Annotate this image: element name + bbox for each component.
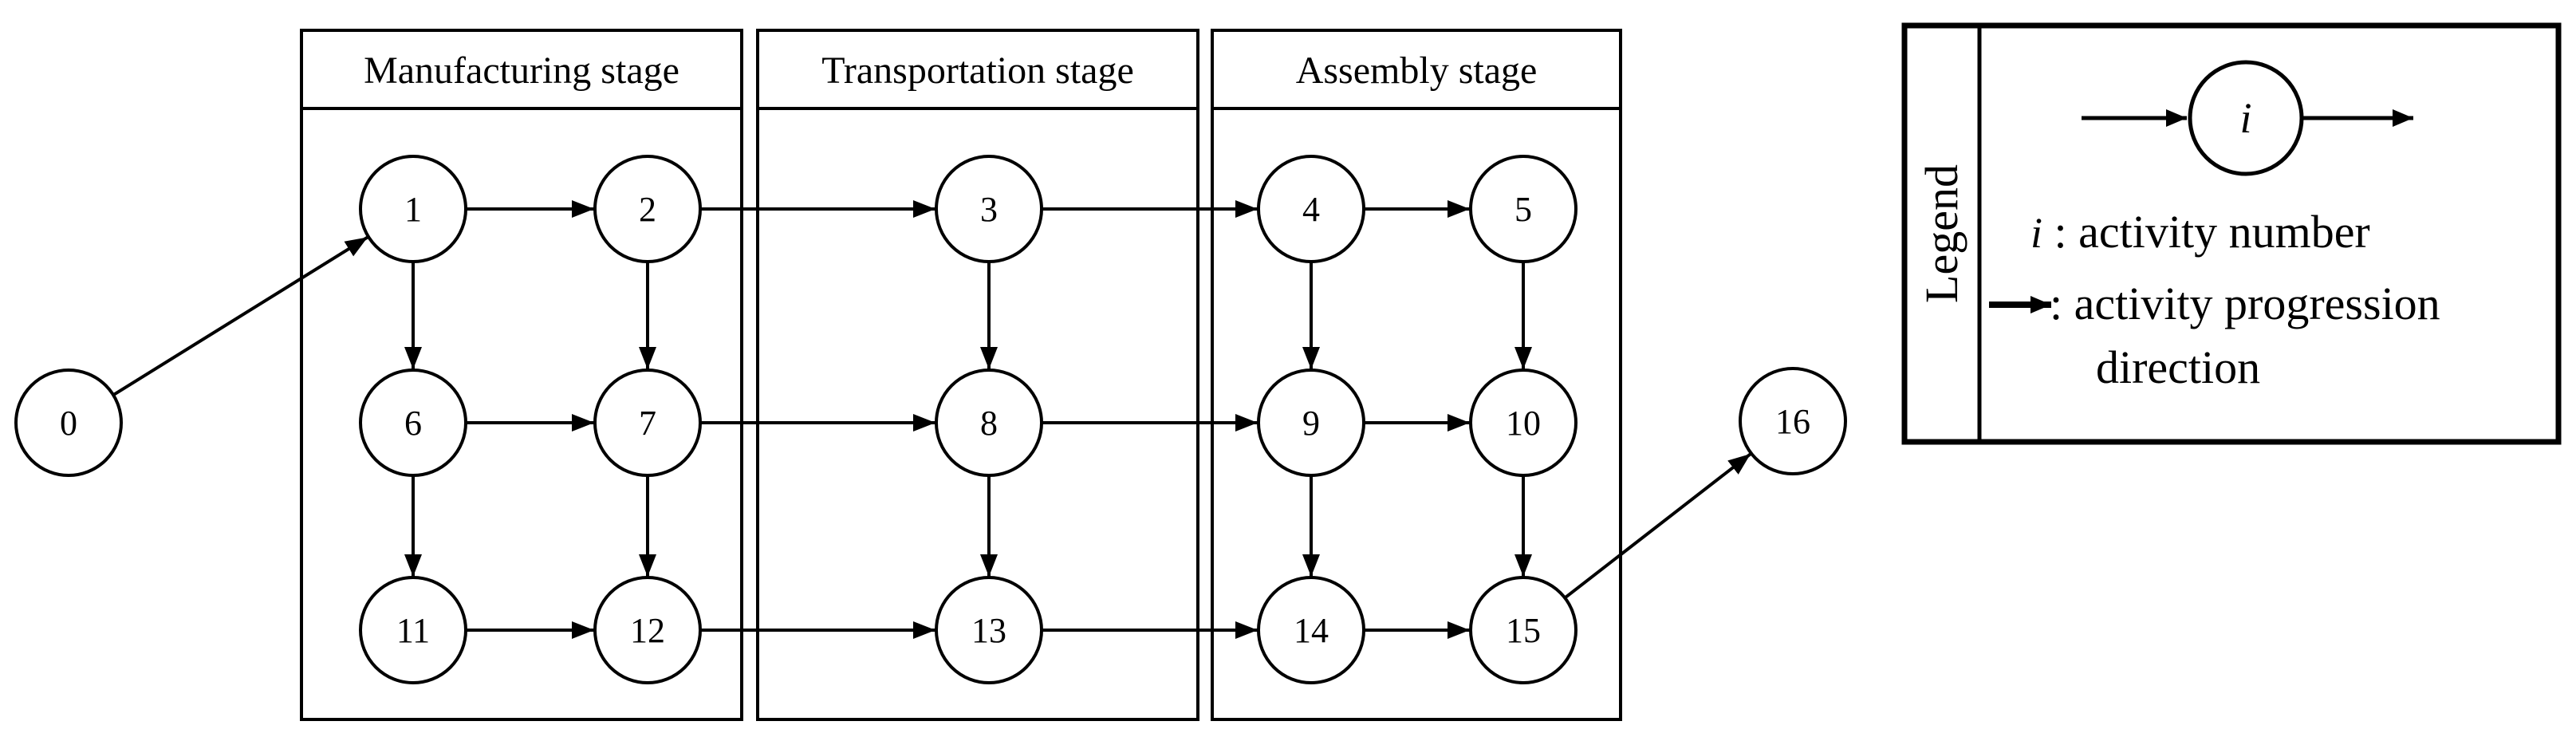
activity-node-label: 3 xyxy=(980,190,998,229)
activity-node-circle xyxy=(1469,155,1578,263)
activity-node-circle xyxy=(1469,576,1578,684)
stage-title-assembly: Assembly stage xyxy=(1296,49,1538,92)
activity-node-label: 2 xyxy=(639,190,656,229)
activity-node-2: 2 xyxy=(593,155,702,263)
activity-node-6: 6 xyxy=(359,368,467,477)
activity-node-circle xyxy=(935,368,1043,477)
activity-node-13: 13 xyxy=(935,576,1043,684)
activity-node-circle xyxy=(593,155,702,263)
activity-node-10: 10 xyxy=(1469,368,1578,477)
activity-node-circle xyxy=(359,576,467,684)
activity-node-15: 15 xyxy=(1469,576,1578,684)
activity-node-label: 9 xyxy=(1302,404,1320,443)
activity-node-label: 4 xyxy=(1302,190,1320,229)
activity-node-5: 5 xyxy=(1469,155,1578,263)
edges-layer xyxy=(112,200,1752,639)
activity-node-16: 16 xyxy=(1739,367,1847,475)
activity-node-circle xyxy=(935,576,1043,684)
activity-node-label: 16 xyxy=(1775,402,1810,441)
activity-node-label: 11 xyxy=(396,611,430,650)
activity-node-8: 8 xyxy=(935,368,1043,477)
legend-node-symbol: i xyxy=(2082,60,2413,176)
activity-node-circle xyxy=(1257,155,1365,263)
legend-item2-text: : activity progression xyxy=(2050,278,2440,329)
activity-node-label: 1 xyxy=(404,190,422,229)
activity-node-circle xyxy=(1257,576,1365,684)
activity-node-circle xyxy=(593,576,702,684)
activity-node-label: 7 xyxy=(639,404,656,443)
activity-node-label: 10 xyxy=(1506,404,1541,443)
stage-title-transportation: Transportation stage xyxy=(821,49,1134,92)
edge-0-to-1 xyxy=(112,235,369,396)
activity-node-circle xyxy=(1739,367,1847,475)
legend-item-progression-direction: : activity progression direction xyxy=(1989,278,2440,393)
activity-node-label: 14 xyxy=(1294,611,1329,650)
activity-node-label: 15 xyxy=(1506,611,1541,650)
activity-node-label: 6 xyxy=(404,404,422,443)
stage-transportation: Transportation stage xyxy=(756,29,1199,721)
activity-node-circle xyxy=(1469,368,1578,477)
activity-node-label: 5 xyxy=(1514,190,1532,229)
activity-node-label: 13 xyxy=(971,611,1006,650)
activity-node-3: 3 xyxy=(935,155,1043,263)
activity-node-4: 4 xyxy=(1257,155,1365,263)
legend-item2-text-line2: direction xyxy=(2096,341,2260,393)
legend-node-symbol-label: i xyxy=(2239,94,2251,142)
activity-node-1: 1 xyxy=(359,155,467,263)
activity-node-circle xyxy=(593,368,702,477)
stage-assembly: Assembly stage xyxy=(1211,29,1622,721)
activity-node-label: 12 xyxy=(630,611,665,650)
activity-node-14: 14 xyxy=(1257,576,1365,684)
edge-15-to-16 xyxy=(1563,452,1752,600)
activity-node-circle xyxy=(14,368,123,477)
legend-title: Legend xyxy=(1916,164,1967,303)
activity-node-label: 0 xyxy=(60,404,77,443)
activity-node-circle xyxy=(1257,368,1365,477)
stage-title-manufacturing: Manufacturing stage xyxy=(364,49,679,92)
legend-item-activity-number: i : activity number xyxy=(2030,206,2370,258)
activity-node-0: 0 xyxy=(14,368,123,477)
stage-manufacturing: Manufacturing stage xyxy=(300,29,743,721)
svg-text:i : activity number: i : activity number xyxy=(2030,206,2370,258)
activity-node-11: 11 xyxy=(359,576,467,684)
activity-node-12: 12 xyxy=(593,576,702,684)
legend-item1-symbol: i xyxy=(2030,209,2042,257)
legend-item1-text: : activity number xyxy=(2042,206,2370,258)
activity-node-circle xyxy=(359,368,467,477)
activity-node-9: 9 xyxy=(1257,368,1365,477)
activity-node-circle xyxy=(935,155,1043,263)
legend: Legend i i : activity number : activity … xyxy=(1901,22,2562,445)
activity-node-label: 8 xyxy=(980,404,998,443)
activity-node-7: 7 xyxy=(593,368,702,477)
activity-node-circle xyxy=(359,155,467,263)
